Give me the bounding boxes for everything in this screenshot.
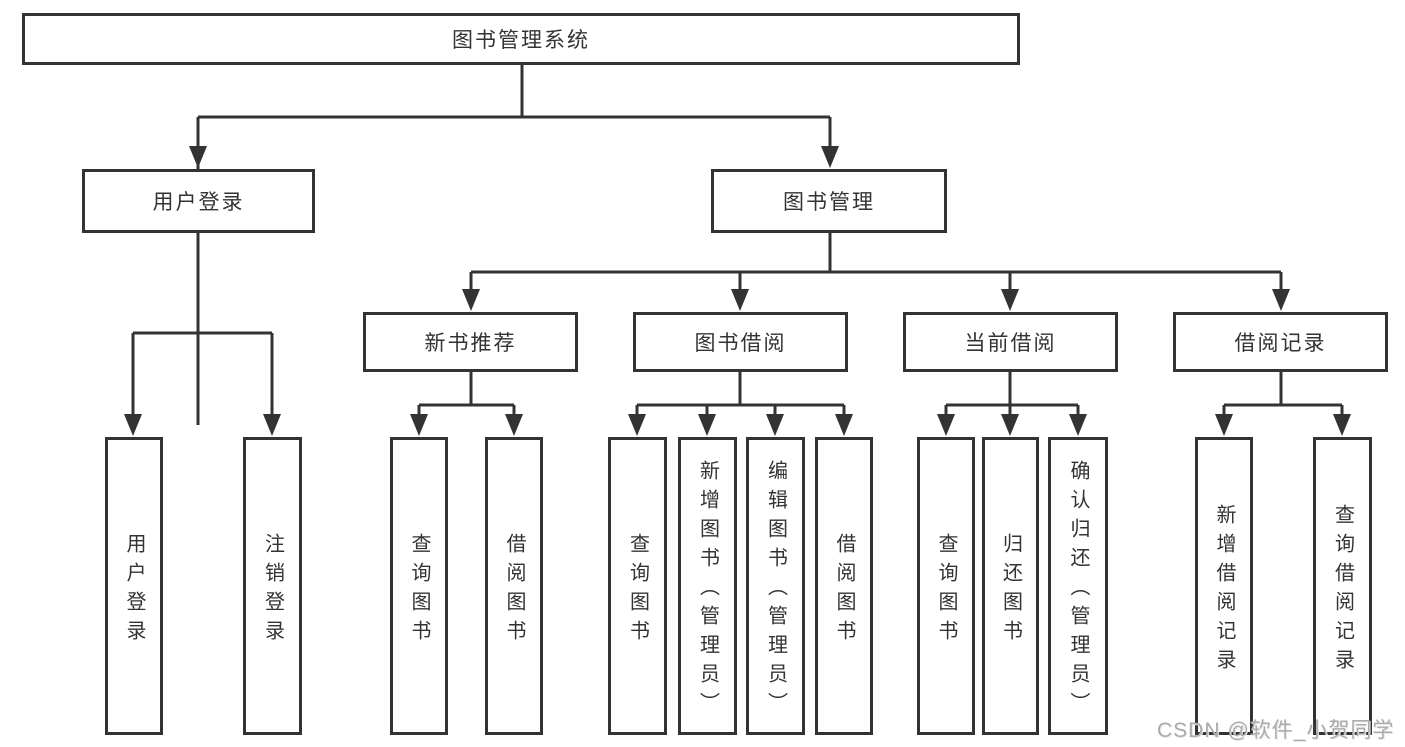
leaf-newbook-query-books: 查询图书 xyxy=(390,437,448,735)
csdn-watermark: CSDN @软件_小贺同学 xyxy=(1157,719,1395,742)
leaf-borrowing-query-books-label: 查询图书 xyxy=(626,532,649,649)
leaf-current-return-books-label: 归还图书 xyxy=(999,532,1022,649)
leaf-newbook-query-books-label: 查询图书 xyxy=(408,532,430,649)
leaf-current-confirm-return-admin: 确认归还（管理员） xyxy=(1048,437,1108,735)
leaf-current-query-books-label: 查询图书 xyxy=(935,532,957,649)
leaf-records-add-record-label: 新增借阅记录 xyxy=(1213,503,1235,678)
leaf-newbook-borrow-books-label: 借阅图书 xyxy=(503,532,525,649)
node-user-login: 用户登录 xyxy=(82,169,315,233)
leaf-user-login-label: 用户登录 xyxy=(123,532,145,649)
node-new-book-recommendation: 新书推荐 xyxy=(363,312,578,372)
leaf-borrowing-edit-books-admin: 编辑图书（管理员） xyxy=(746,437,805,735)
leaf-records-query-record: 查询借阅记录 xyxy=(1313,437,1372,735)
leaf-borrowing-add-books-admin-label: 新增图书（管理员） xyxy=(696,460,719,721)
leaf-borrowing-borrow-books-label: 借阅图书 xyxy=(833,532,855,649)
leaf-newbook-borrow-books: 借阅图书 xyxy=(485,437,543,735)
leaf-logout-label: 注销登录 xyxy=(261,532,284,649)
leaf-borrowing-add-books-admin: 新增图书（管理员） xyxy=(678,437,737,735)
node-borrowing-records: 借阅记录 xyxy=(1173,312,1388,372)
leaf-current-query-books: 查询图书 xyxy=(917,437,975,735)
leaf-borrowing-borrow-books: 借阅图书 xyxy=(815,437,873,735)
leaf-records-add-record: 新增借阅记录 xyxy=(1195,437,1253,735)
leaf-borrowing-query-books: 查询图书 xyxy=(608,437,667,735)
node-book-management: 图书管理 xyxy=(711,169,947,233)
node-library-management-system: 图书管理系统 xyxy=(22,13,1020,65)
leaf-current-confirm-return-admin-label: 确认归还（管理员） xyxy=(1067,460,1089,721)
leaf-records-query-record-label: 查询借阅记录 xyxy=(1331,503,1354,678)
leaf-current-return-books: 归还图书 xyxy=(982,437,1039,735)
leaf-logout: 注销登录 xyxy=(243,437,302,735)
node-book-borrowing: 图书借阅 xyxy=(633,312,848,372)
node-current-borrowing: 当前借阅 xyxy=(903,312,1118,372)
leaf-user-login: 用户登录 xyxy=(105,437,163,735)
leaf-borrowing-edit-books-admin-label: 编辑图书（管理员） xyxy=(764,460,787,721)
